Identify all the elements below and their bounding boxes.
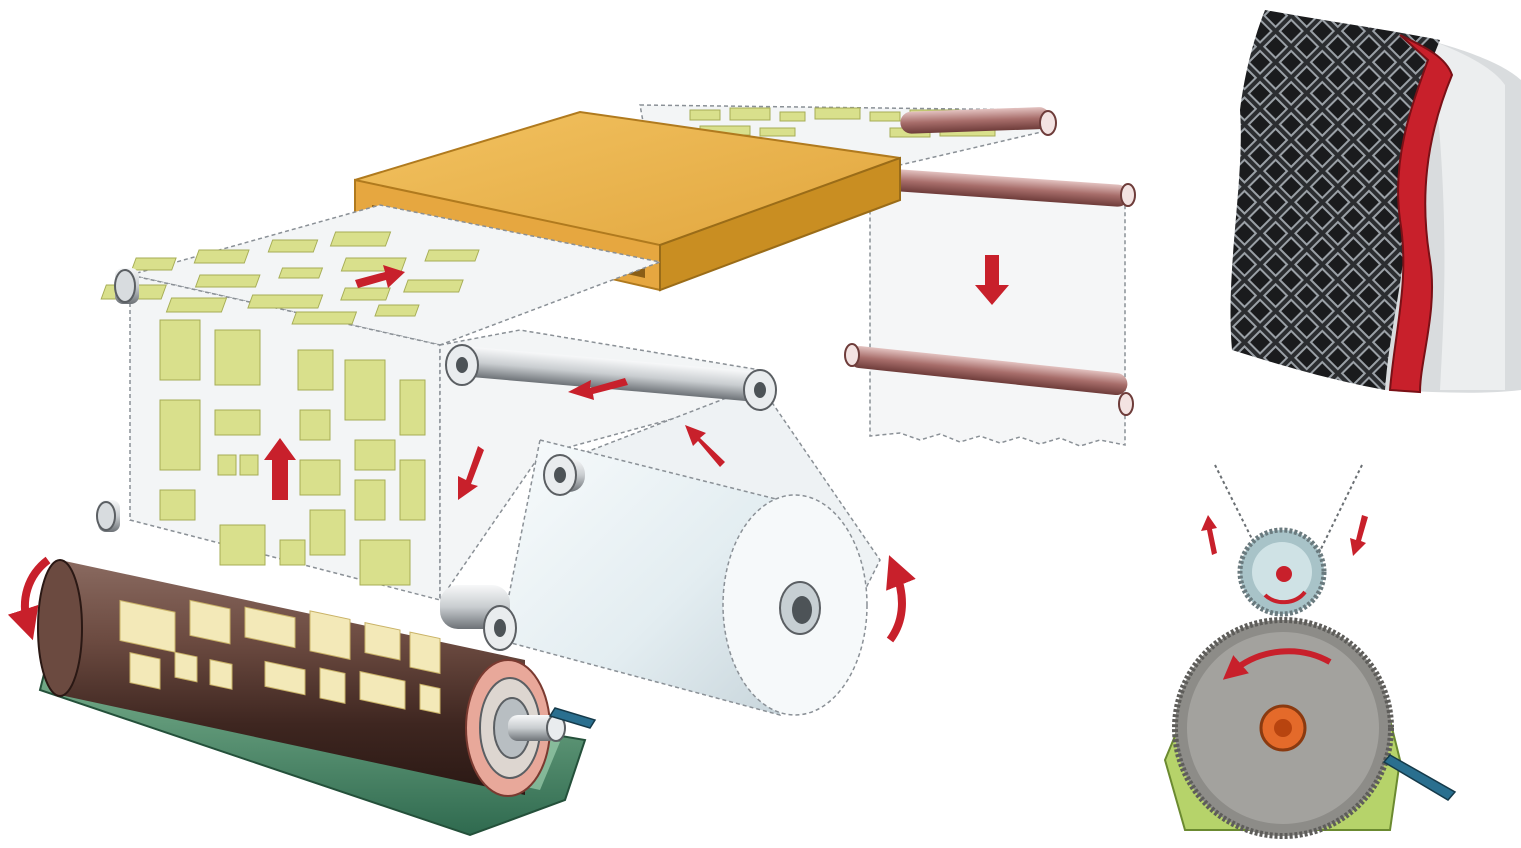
pressure-roller (96, 500, 517, 651)
top-left-roller (114, 268, 139, 304)
direction-arrow-icon (975, 255, 1009, 305)
direction-arrow-icon (685, 425, 725, 467)
idler-roller-top (445, 344, 777, 411)
idler-roller-lower (543, 454, 585, 496)
rotation-arrow-icon (886, 555, 916, 643)
cell-mesh-icon (1230, 10, 1521, 394)
nip-schematic (1163, 464, 1457, 839)
rotation-arrow-icon (1222, 648, 1332, 680)
gravure-cylinder (37, 559, 566, 797)
direction-arrow-icon (568, 378, 628, 400)
direction-arrow-icon (1201, 515, 1217, 555)
web-direction-arrows (264, 255, 1009, 500)
direction-arrow-icon (458, 446, 484, 500)
doctor-blade-icon (548, 707, 597, 729)
upper-guide-bar (879, 168, 1136, 207)
lower-guide-bar (844, 343, 1134, 416)
direction-arrow-icon (264, 438, 296, 500)
direction-arrow-icon (1350, 515, 1368, 556)
doctor-blade-icon (1382, 754, 1457, 801)
rotation-arrow-icon (7, 556, 51, 641)
direction-arrow-icon (355, 265, 405, 288)
supply-roll (499, 439, 868, 716)
return-web-segment (869, 174, 1126, 447)
